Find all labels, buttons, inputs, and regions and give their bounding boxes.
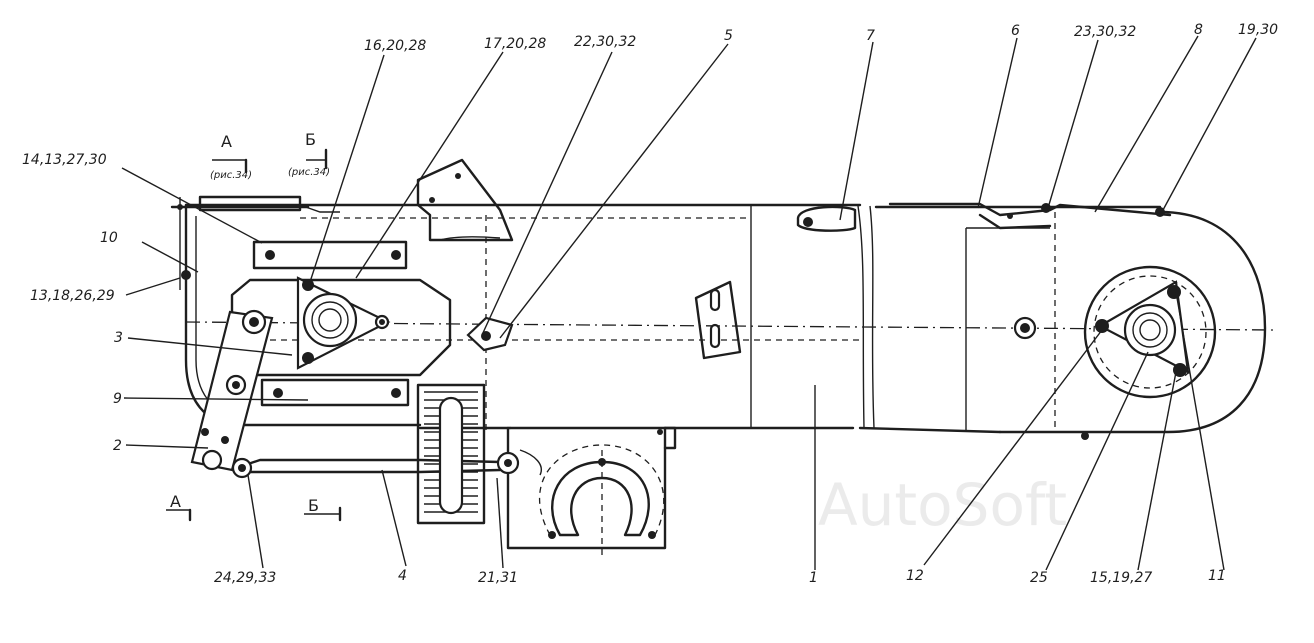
callout-label: 1 <box>809 570 818 586</box>
top-cover-right <box>888 202 1172 230</box>
callout-label: 7 <box>866 28 875 44</box>
callout-label: 23,30,32 <box>1074 24 1136 40</box>
section-a-ref: (рис.34) <box>210 170 252 181</box>
section-marks: А (рис.34) Б (рис.34) А Б <box>166 130 342 522</box>
callout-label: 25 <box>1030 570 1048 586</box>
top-left-bracket <box>170 195 340 290</box>
callout-label: 19,30 <box>1238 22 1278 38</box>
callout-label: 22,30,32 <box>574 34 636 50</box>
slotted-plate <box>694 280 742 360</box>
center-lines <box>185 212 1276 555</box>
callout-label: 24,29,33 <box>214 570 276 586</box>
upper-angle-bracket <box>416 158 514 242</box>
drive-sprocket <box>1081 265 1217 440</box>
callout-label: 16,20,28 <box>364 38 426 54</box>
section-b-bottom-label: Б <box>308 496 319 515</box>
section-b-label: Б <box>305 130 316 149</box>
inspection-cap <box>796 205 857 232</box>
callout-label: 12 <box>906 568 924 584</box>
callout-labels: 14,13,27,30 10 13,18,26,29 3 9 2 16,20,2… <box>22 22 1278 586</box>
callout-label: 10 <box>100 230 118 246</box>
section-a-bottom-label: А <box>170 492 181 511</box>
callout-label: 11 <box>1208 568 1226 584</box>
callout-label: 4 <box>398 568 407 584</box>
callout-label: 2 <box>113 438 122 454</box>
section-a-label: А <box>221 132 232 151</box>
callout-label: 14,13,27,30 <box>22 152 107 168</box>
callout-label: 6 <box>1011 23 1020 39</box>
section-b-ref: (рис.34) <box>288 167 330 178</box>
callout-label: 17,20,28 <box>484 36 546 52</box>
callout-label: 21,31 <box>478 570 518 586</box>
housing-bolt <box>1013 316 1037 340</box>
leader-lines <box>121 35 1257 571</box>
lower-mount <box>496 426 677 550</box>
callout-label: 13,18,26,29 <box>30 288 115 304</box>
callout-label: 9 <box>113 391 122 407</box>
support-block <box>416 383 486 525</box>
callout-label: 5 <box>724 28 733 44</box>
bearing-flange-left <box>296 276 391 370</box>
callout-label: 8 <box>1194 22 1203 38</box>
callout-label: 3 <box>114 330 123 346</box>
watermark: AutoSoft <box>818 471 1067 539</box>
center-fastener <box>466 316 514 352</box>
callout-label: 15,19,27 <box>1090 570 1152 586</box>
